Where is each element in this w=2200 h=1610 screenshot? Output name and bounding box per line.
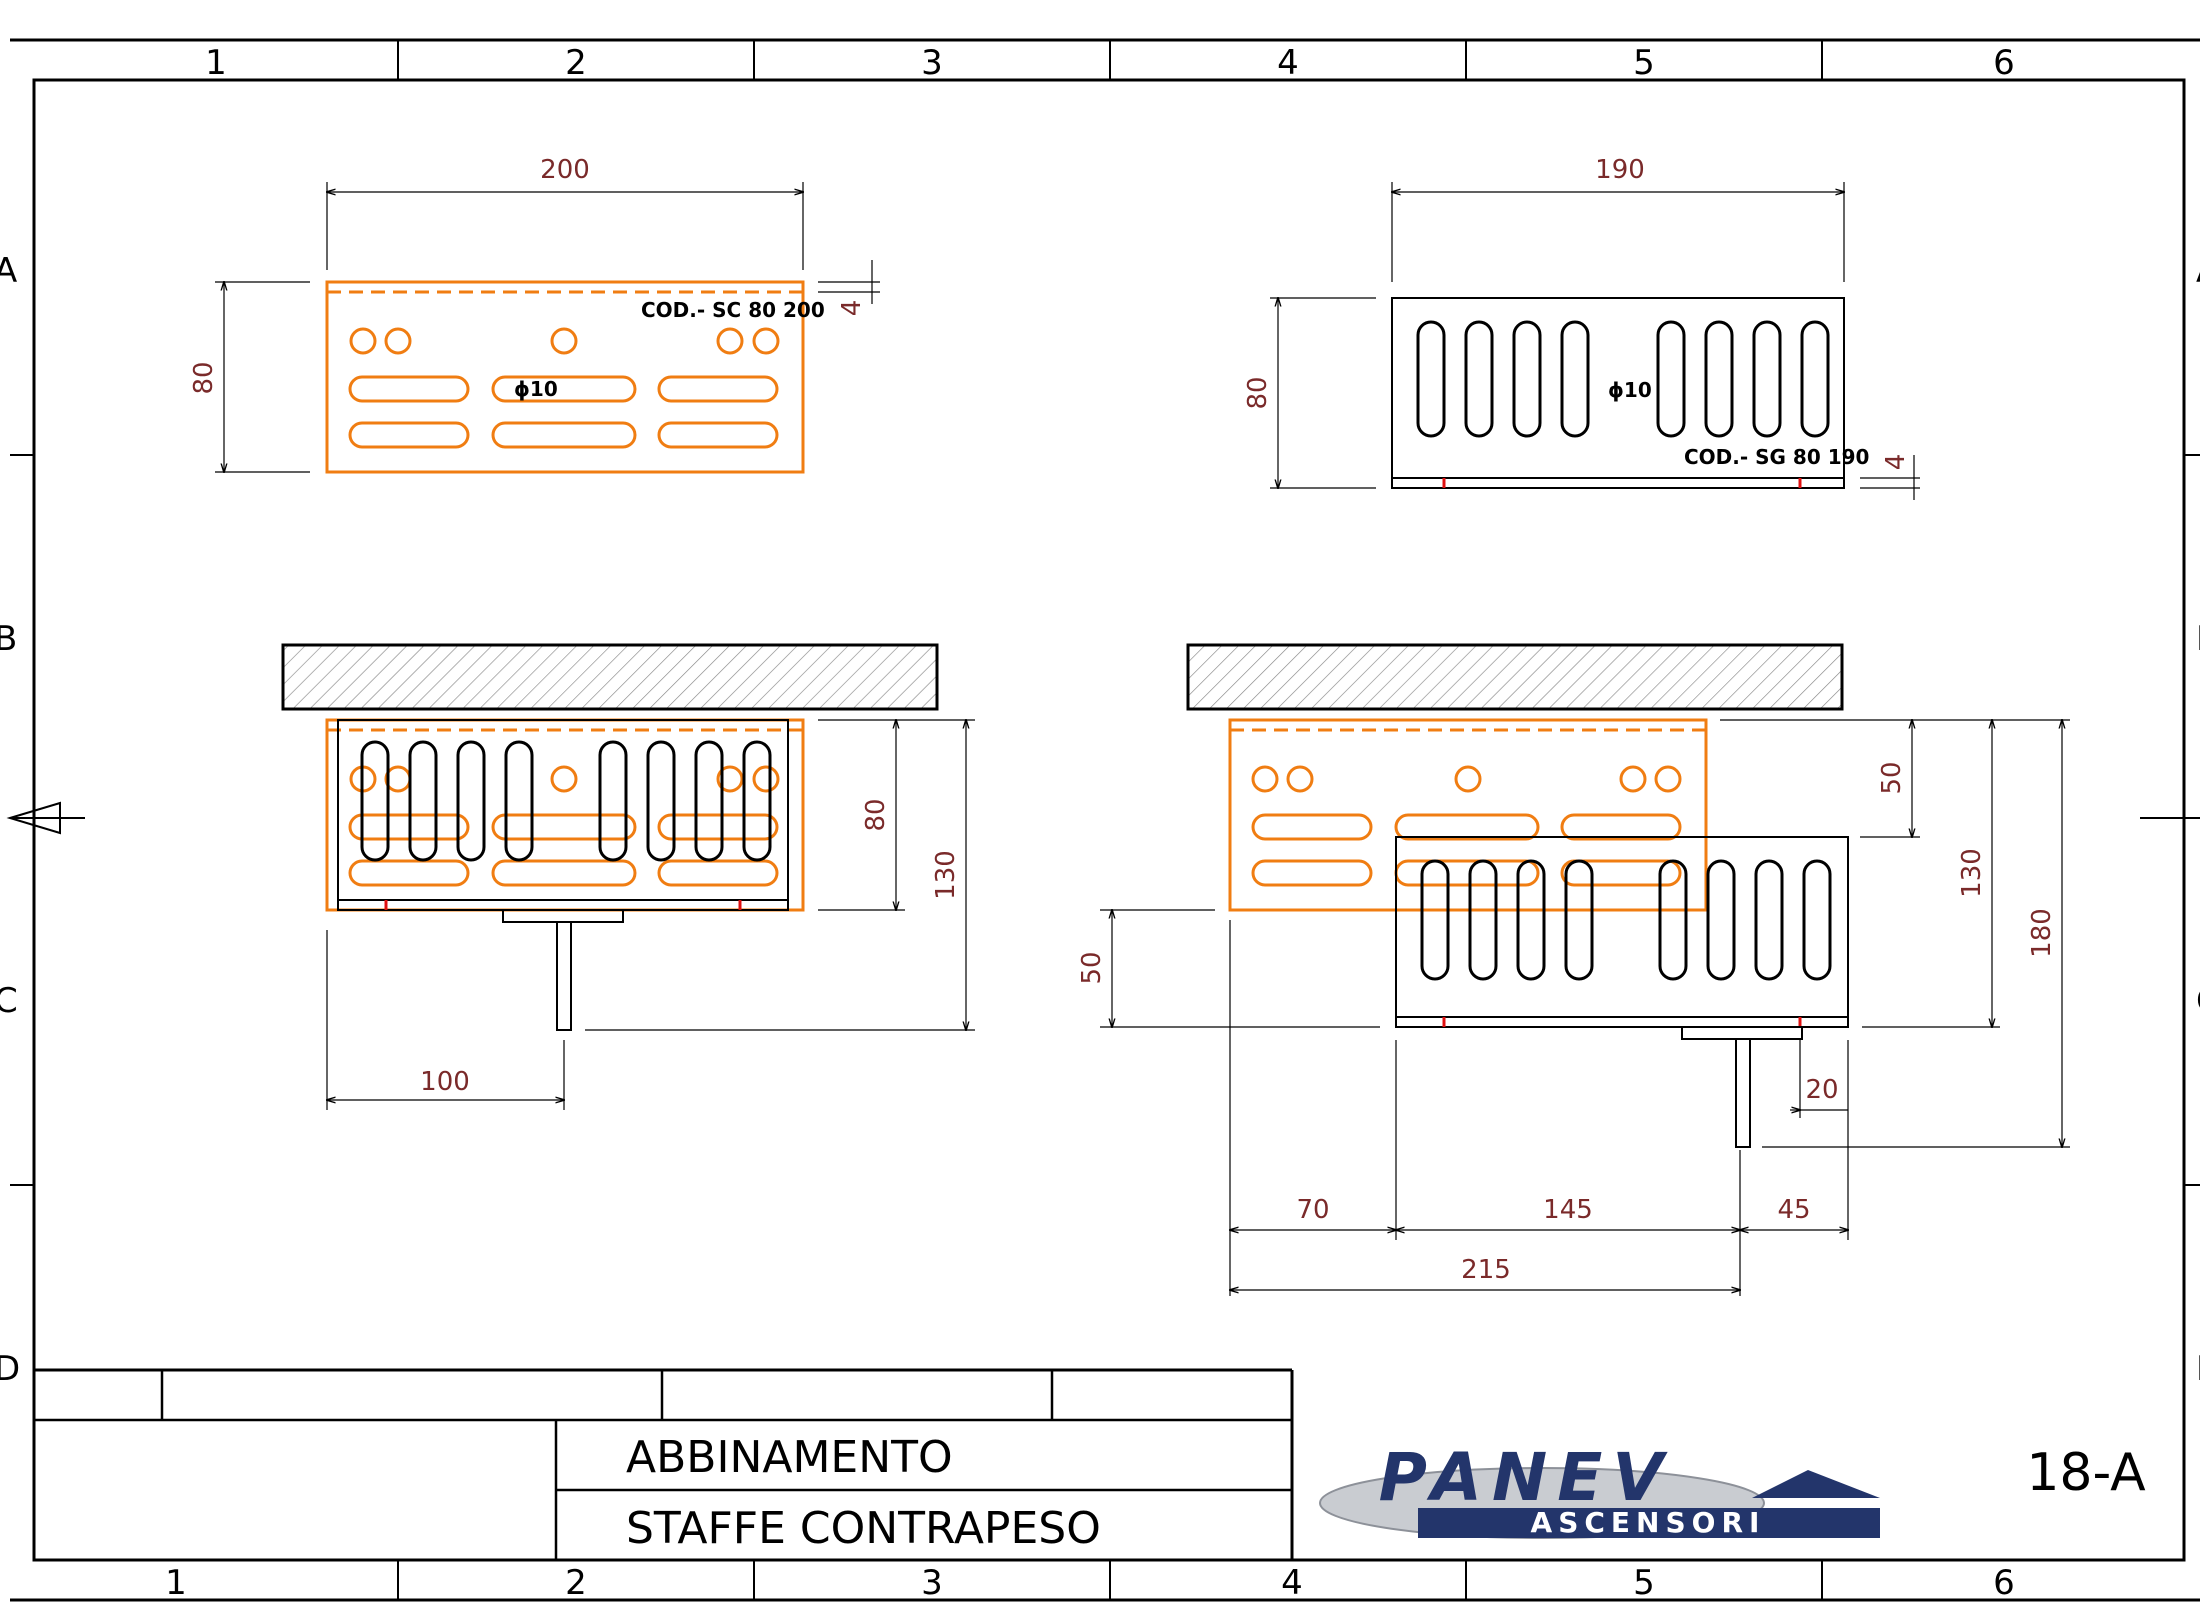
col-label: 1 <box>165 1563 187 1603</box>
bracket-sc-hole-label: ϕ10 <box>514 377 558 401</box>
counterweight-beam <box>281 643 939 711</box>
dim-70: 70 <box>1296 1195 1329 1225</box>
col-label: 3 <box>921 1563 943 1603</box>
dim-180: 180 <box>2027 908 2057 958</box>
bracket-sg-outline <box>1391 297 1845 489</box>
col-label: 3 <box>921 43 943 83</box>
column-labels-top: 1 2 3 4 5 6 <box>205 43 2015 83</box>
col-label: 2 <box>565 1563 587 1603</box>
dim-thickness: 4 <box>837 300 867 317</box>
col-label: 6 <box>1993 1563 2015 1603</box>
row-label: B <box>2196 619 2200 659</box>
bracket-sg-hole-label: ϕ10 <box>1608 378 1652 402</box>
col-label: 5 <box>1633 1563 1655 1603</box>
sheet-number: 18-A <box>2026 1443 2146 1503</box>
dim-50-left: 50 <box>1077 951 1107 984</box>
dim-215: 215 <box>1461 1255 1511 1285</box>
bracket-sc-code: COD.- SC 80 200 <box>641 298 825 322</box>
col-label: 4 <box>1281 1563 1303 1603</box>
dim-offset: 100 <box>420 1067 470 1097</box>
title-block: ABBINAMENTO STAFFE CONTRAPESO 18-A <box>34 1368 2146 1560</box>
bracket-sg-code: COD.- SG 80 190 <box>1684 445 1869 469</box>
row-labels: A B C D A B C D <box>0 251 2200 1389</box>
company-logo: PANEV ASCENSORI <box>1319 1439 1880 1539</box>
dim-width: 200 <box>540 155 590 185</box>
row-label: D <box>2196 1349 2200 1389</box>
assembly-left-view: 80 130 100 <box>281 643 975 1110</box>
col-label: 2 <box>565 43 587 83</box>
logo-main-text: PANEV <box>1379 1439 1674 1516</box>
bracket-sc-view: COD.- SC 80 200 ϕ10 200 80 4 <box>189 155 880 474</box>
dim-bracket-height: 80 <box>861 798 891 831</box>
row-label: C <box>0 981 18 1021</box>
col-label: 5 <box>1633 43 1655 83</box>
assembly-right-view: 50 130 180 50 20 70 145 45 215 <box>1077 643 2070 1296</box>
counterweight-beam <box>1186 643 1844 711</box>
dim-45: 45 <box>1777 1195 1810 1225</box>
row-label: D <box>0 1349 20 1389</box>
row-label: B <box>0 619 17 659</box>
dim-50-top: 50 <box>1877 761 1907 794</box>
drawing-frame <box>6 38 2200 1602</box>
dim-145: 145 <box>1543 1195 1593 1225</box>
dim-thickness: 4 <box>1881 454 1911 471</box>
drawing-title-line2: STAFFE CONTRAPESO <box>626 1503 1101 1554</box>
col-label: 1 <box>205 43 227 83</box>
drawing-title-line1: ABBINAMENTO <box>626 1432 953 1483</box>
dim-height: 80 <box>1243 376 1273 409</box>
row-label: C <box>2196 981 2200 1021</box>
dim-20: 20 <box>1805 1075 1838 1105</box>
logo-sub-text: ASCENSORI <box>1531 1506 1766 1539</box>
col-label: 4 <box>1277 43 1299 83</box>
dim-total-height: 130 <box>931 850 961 900</box>
col-label: 6 <box>1993 43 2015 83</box>
row-label: A <box>0 251 17 291</box>
dim-130: 130 <box>1957 848 1987 898</box>
bracket-sg-view: ϕ10 COD.- SG 80 190 190 80 4 <box>1243 155 1920 500</box>
column-labels-bottom: 1 2 3 4 5 6 <box>165 1563 2015 1603</box>
dim-width: 190 <box>1595 155 1645 185</box>
bracket-sc-outline <box>325 280 805 474</box>
row-label: A <box>2196 251 2200 291</box>
dim-height: 80 <box>189 361 219 394</box>
